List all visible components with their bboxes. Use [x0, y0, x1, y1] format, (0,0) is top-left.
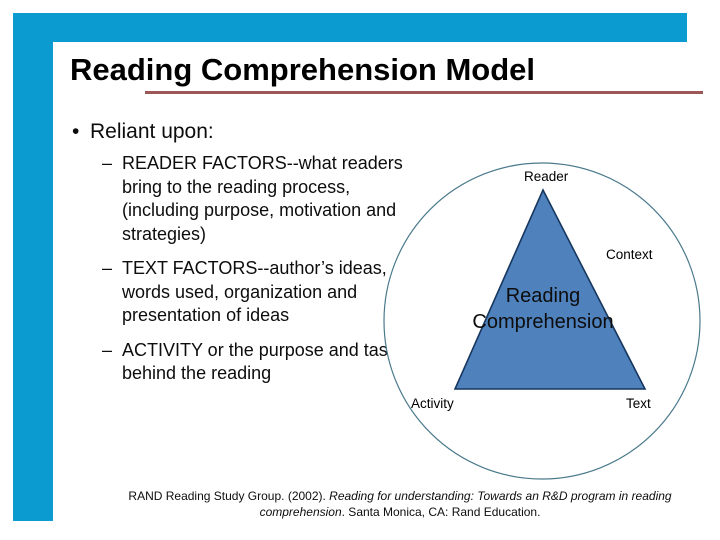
list-item-label: Reliant upon:	[90, 120, 214, 143]
source-citation: RAND Reading Study Group. (2002). Readin…	[120, 488, 680, 520]
bullet-dash-icon: –	[102, 339, 113, 360]
bullet-dash-icon: –	[102, 258, 113, 278]
bullet-dot-icon: •	[72, 120, 80, 143]
decorative-left-bar	[13, 13, 53, 521]
list-item-label: READER FACTORS--what readers bring to th…	[122, 153, 403, 244]
citation-part-1: RAND Reading Study Group. (2002).	[128, 489, 330, 503]
page-title: Reading Comprehension Model	[70, 52, 536, 87]
bullet-list: • Reliant upon: – READER FACTORS--what r…	[66, 118, 426, 397]
diagram-label-text: Text	[626, 396, 651, 411]
citation-title-italic: Reading for understanding: Towards an R&…	[259, 489, 672, 519]
bullet-dash-icon: –	[102, 153, 113, 173]
diagram-center-line-2: Comprehension	[472, 311, 614, 333]
diagram-center-line-1: Reading	[505, 285, 581, 307]
list-item-text-factors: – TEXT FACTORS--author’s ideas, words us…	[66, 257, 426, 328]
diagram-label-context: Context	[606, 247, 653, 262]
title-underline-rule	[145, 91, 703, 94]
diagram-label-reader: Reader	[524, 169, 569, 184]
diagram-graphic	[383, 162, 701, 480]
reading-comprehension-diagram: Reading Comprehension Reader Context Act…	[378, 155, 708, 490]
diagram-label-activity: Activity	[411, 396, 454, 411]
diagram-center-label: Reading Comprehension	[378, 283, 708, 335]
comprehension-triangle-shape	[453, 188, 647, 390]
list-item-label: ACTIVITY or the purpose and task behind …	[122, 339, 397, 384]
decorative-top-bar	[13, 13, 687, 42]
citation-part-2: . Santa Monica, CA: Rand Education.	[341, 505, 541, 519]
list-item-reader-factors: – READER FACTORS--what readers bring to …	[66, 152, 426, 246]
list-item-activity: – ACTIVITY or the purpose and task behin…	[66, 339, 426, 386]
list-item-label: TEXT FACTORS--author’s ideas, words used…	[122, 258, 387, 325]
list-item-lead: • Reliant upon:	[66, 118, 426, 145]
